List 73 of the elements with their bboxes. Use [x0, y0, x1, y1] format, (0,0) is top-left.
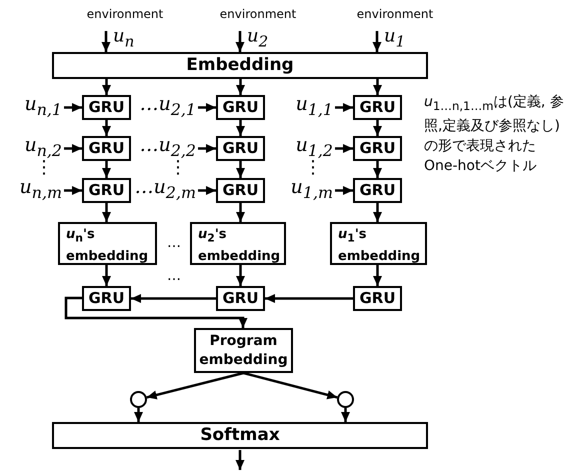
arrow	[64, 296, 248, 328]
arrow	[64, 144, 82, 153]
arrow	[335, 103, 353, 112]
arrow	[102, 31, 110, 52]
gru-box: GRU	[216, 178, 265, 203]
input-label: u$_{n,1}$	[24, 92, 62, 122]
input-label: …u$_{2,1}$	[140, 92, 196, 122]
gru-box: GRU	[82, 286, 131, 311]
process-box: Program embedding	[194, 328, 293, 373]
gru-box: GRU	[82, 136, 131, 161]
edge-label: u$_{1}$	[384, 26, 406, 51]
arrow	[236, 265, 245, 286]
arrow	[102, 120, 111, 136]
ellipsis-mark: ⋮	[304, 159, 322, 177]
arrow	[341, 408, 350, 422]
arrow	[373, 120, 382, 136]
process-box: u$_{2}$'s embedding	[190, 222, 286, 265]
layer-bar: Softmax	[52, 422, 428, 449]
arrow	[198, 144, 216, 153]
gru-box: GRU	[353, 95, 402, 120]
arrow	[335, 144, 353, 153]
arrow	[335, 186, 353, 195]
arrow	[373, 161, 382, 178]
gru-box: GRU	[216, 136, 265, 161]
arrow	[102, 203, 111, 222]
edge-label: u$_{n}$	[113, 26, 134, 51]
arrow	[373, 79, 382, 95]
gru-box: GRU	[216, 286, 265, 311]
arrow	[64, 103, 82, 112]
gru-box: GRU	[353, 286, 402, 311]
source-label: environment	[86, 7, 164, 21]
arrow	[198, 186, 216, 195]
arrow	[243, 372, 338, 400]
gru-box: GRU	[353, 136, 402, 161]
junction-circle	[130, 391, 147, 408]
ellipsis-mark: …	[167, 269, 181, 283]
arrow	[265, 294, 353, 303]
arrow	[373, 265, 382, 286]
arrow	[102, 265, 111, 286]
ellipsis-mark: ⋮	[35, 159, 53, 177]
process-box: u$_{1}$'s embedding	[330, 222, 427, 265]
edge-label: u$_{2}$	[247, 26, 268, 51]
ellipsis-mark: ⋮	[169, 159, 187, 177]
input-label: u$_{n,m}$	[20, 175, 62, 205]
source-label: environment	[220, 7, 296, 21]
gru-box: GRU	[82, 95, 131, 120]
gru-box: GRU	[216, 95, 265, 120]
arrow	[236, 120, 245, 136]
arrow	[372, 31, 382, 52]
arrow	[373, 203, 382, 222]
layer-bar: Embedding	[52, 52, 428, 79]
gru-box: GRU	[82, 178, 131, 203]
arrow	[102, 79, 111, 95]
arrow	[236, 203, 245, 222]
ellipsis-mark: …	[167, 236, 181, 250]
source-label: environment	[356, 7, 434, 21]
arrow	[131, 294, 216, 303]
arrow	[198, 103, 216, 112]
arrow	[236, 79, 245, 95]
process-box: u$_{n}$'s embedding	[58, 222, 157, 265]
arrow	[236, 31, 244, 52]
note-text: u$_{1…n,1…m}$は(定義, 参照,定義及び参照なし)の形で表現されたOne-hotベクトル	[424, 93, 564, 176]
input-label: …u$_{2,m}$	[134, 175, 196, 205]
junction-circle	[337, 391, 354, 408]
gru-box: GRU	[353, 178, 402, 203]
input-label: u$_{1,1}$	[296, 92, 333, 122]
arrow	[102, 161, 111, 178]
arrow	[146, 372, 244, 400]
arrow	[236, 161, 245, 178]
arrow	[236, 450, 244, 470]
arrow	[134, 408, 143, 422]
arrow	[64, 186, 82, 195]
input-label: u$_{1,m}$	[290, 175, 333, 205]
